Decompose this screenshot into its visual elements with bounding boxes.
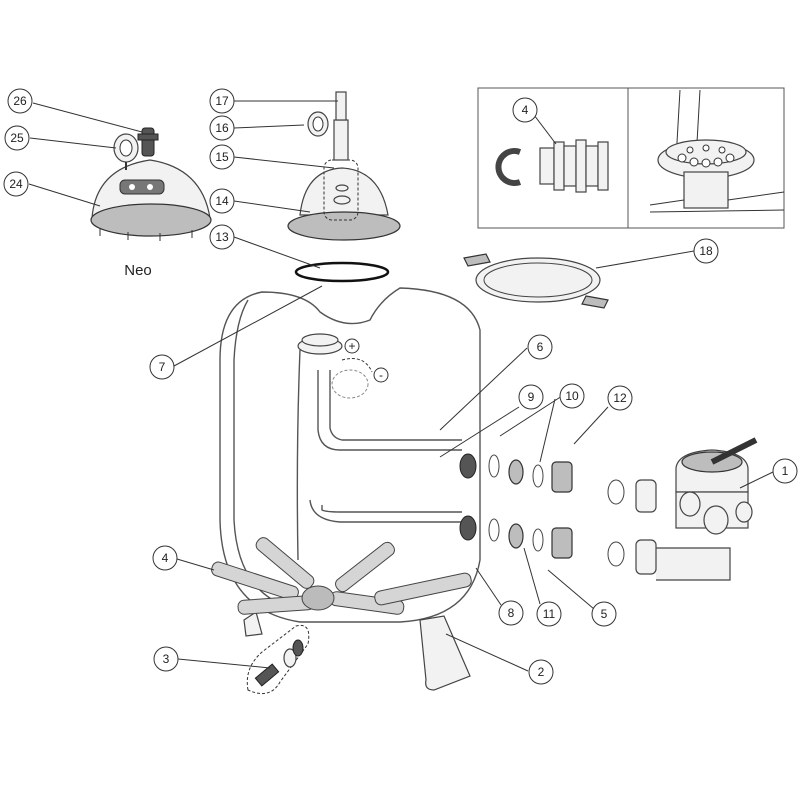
callout-25: 25 [4,125,30,151]
callout-label: 9 [528,390,535,404]
callout-24: 24 [3,171,29,197]
callout-9: 9 [518,384,544,410]
callout-1: 1 [772,458,798,484]
lid-caption: Neo [124,262,152,279]
collector-detail [649,89,785,213]
callout-label: 18 [699,244,713,258]
laterals [211,537,472,615]
callout-label: 1 [782,464,789,478]
callout-15: 15 [209,144,235,170]
callout-label: 26 [13,94,27,108]
callout-18: 18 [693,238,719,264]
callout-17: 17 [209,88,235,114]
filter-tank [219,287,481,691]
c-clip [495,148,522,186]
callout-13: 13 [209,224,235,250]
callout-label: 16 [215,121,229,135]
part-26-valve [137,127,159,157]
locking-ring-18 [463,253,609,309]
callout-label: 12 [613,391,627,405]
callout-7: 7 [149,354,175,380]
callout-label: 3 [163,652,170,666]
callout-5: 5 [591,601,617,627]
leader-lines [28,100,774,672]
callout-label: 24 [9,177,23,191]
callout-label: 7 [159,360,166,374]
union-rings [488,454,573,559]
lid-neo [90,159,212,241]
callout-label: 17 [215,94,229,108]
callout-label: 14 [215,194,229,208]
callout-12: 12 [607,385,633,411]
multiport-valve [607,437,758,581]
callout-label: 13 [215,230,229,244]
callout-label: 10 [565,389,579,403]
callout-14: 14 [209,188,235,214]
callout-label: 8 [508,606,515,620]
callout-label: 4 [522,103,529,117]
callout-4-laterals: 4 [152,545,178,571]
callout-label: 4 [162,551,169,565]
callout-6: 6 [527,334,553,360]
callout-label: 11 [543,607,556,621]
callout-4-inset: 4 [512,97,538,123]
callout-2: 2 [528,659,554,685]
callout-label: 25 [10,131,24,145]
callout-label: 6 [537,340,544,354]
callout-26: 26 [7,88,33,114]
o-ring-13 [294,261,390,283]
callout-8: 8 [498,600,524,626]
drain-part-3 [246,624,310,695]
lateral-connector [539,139,609,193]
callout-3: 3 [153,646,179,672]
callout-16: 16 [209,115,235,141]
callout-11: 11 [536,601,562,627]
callout-label: 2 [538,665,545,679]
callout-label: 15 [215,150,229,164]
callout-10: 10 [559,383,585,409]
plus-mark: + [348,339,355,353]
minus-mark: - [379,368,383,382]
callout-label: 5 [601,607,608,621]
top-dome-assembly [287,91,401,241]
rotation-indicator: + - [341,338,389,383]
inset-detail-box [477,87,785,229]
